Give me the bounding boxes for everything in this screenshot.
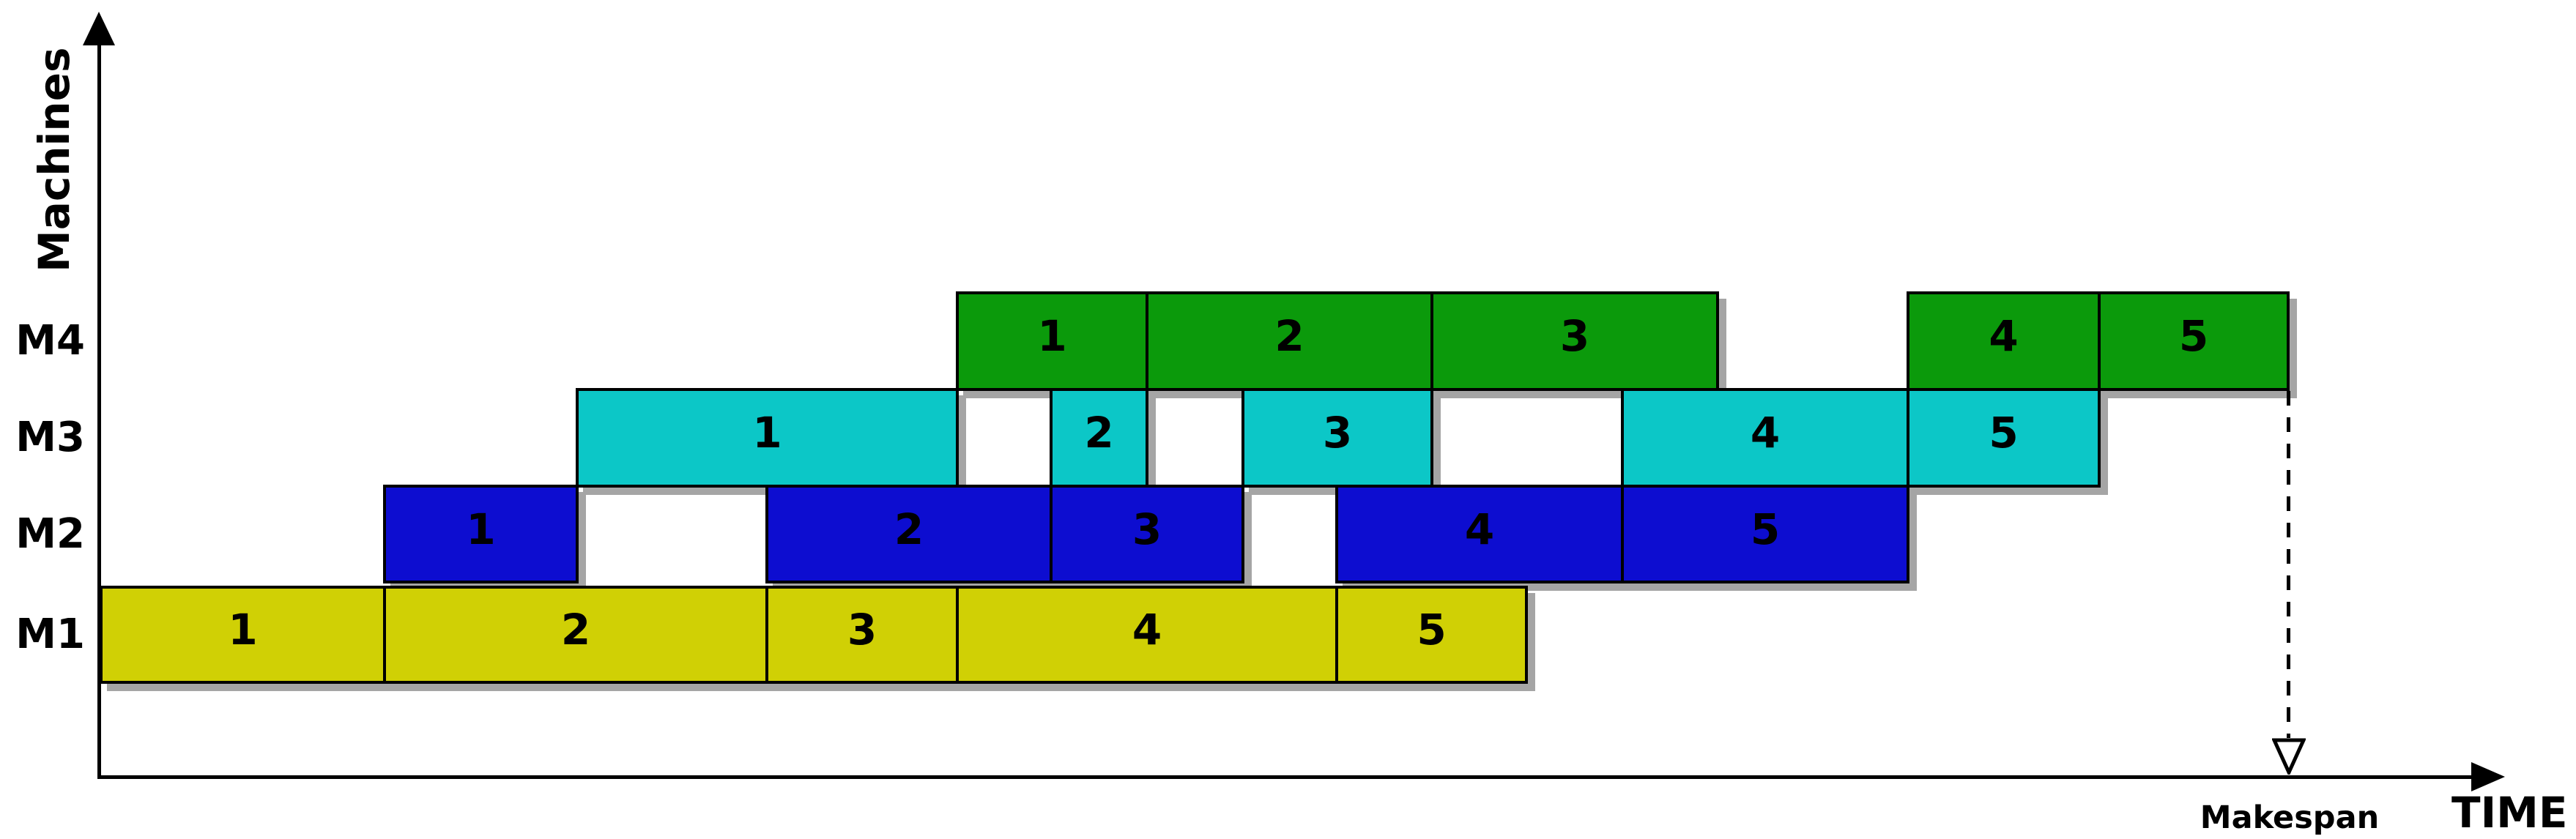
x-axis-arrow-icon bbox=[2471, 762, 2505, 791]
gantt-bar-m3-job4: 4 bbox=[1621, 388, 1909, 488]
gantt-bar-m3-job2: 2 bbox=[1050, 388, 1148, 488]
y-axis-title: Machines bbox=[29, 47, 79, 272]
bar-job-number: 3 bbox=[1559, 311, 1590, 361]
bar-job-number: 5 bbox=[1417, 605, 1447, 655]
machine-label-m1: M1 bbox=[15, 611, 85, 658]
makespan-label: Makespan bbox=[2200, 799, 2380, 836]
bar-job-number: 1 bbox=[1037, 311, 1067, 361]
y-axis-arrow-icon bbox=[83, 12, 115, 45]
bar-job-number: 5 bbox=[1750, 504, 1781, 554]
bar-job-number: 4 bbox=[1750, 408, 1781, 458]
machine-label-m2: M2 bbox=[15, 510, 85, 558]
bar-job-number: 1 bbox=[466, 504, 496, 554]
makespan-open-arrow-icon bbox=[2272, 738, 2306, 775]
makespan-dashed-line bbox=[2287, 391, 2290, 738]
bar-job-number: 2 bbox=[894, 504, 924, 554]
gantt-bar-m2-job1: 1 bbox=[383, 485, 579, 583]
gantt-bar-m1-job2: 2 bbox=[383, 586, 768, 684]
bar-job-number: 4 bbox=[1132, 605, 1162, 655]
bar-job-number: 5 bbox=[2178, 311, 2209, 361]
bar-job-number: 2 bbox=[1084, 408, 1114, 458]
bar-job-number: 3 bbox=[847, 605, 877, 655]
gantt-bar-m4-job3: 3 bbox=[1430, 291, 1719, 391]
bar-job-number: 3 bbox=[1132, 504, 1162, 554]
bar-job-number: 2 bbox=[560, 605, 591, 655]
gantt-bar-m2-job3: 3 bbox=[1050, 485, 1244, 583]
gantt-bar-m4-job4: 4 bbox=[1907, 291, 2101, 391]
bar-job-number: 4 bbox=[1989, 311, 2019, 361]
gantt-bar-m4-job5: 5 bbox=[2098, 291, 2290, 391]
gantt-bar-m1-job3: 3 bbox=[765, 586, 959, 684]
machine-label-m3: M3 bbox=[15, 414, 85, 461]
bar-job-number: 1 bbox=[752, 408, 782, 458]
x-axis-line bbox=[97, 775, 2482, 779]
bar-job-number: 3 bbox=[1322, 408, 1353, 458]
gantt-bar-m3-job3: 3 bbox=[1241, 388, 1433, 488]
gantt-bar-m1-job4: 4 bbox=[956, 586, 1338, 684]
gantt-bar-m1-job1: 1 bbox=[100, 586, 386, 684]
bar-job-number: 5 bbox=[1989, 408, 2019, 458]
gantt-bar-m2-job4: 4 bbox=[1335, 485, 1624, 583]
gantt-bar-m2-job5: 5 bbox=[1621, 485, 1909, 583]
bar-job-number: 4 bbox=[1464, 504, 1495, 554]
gantt-bar-m1-job5: 5 bbox=[1335, 586, 1528, 684]
gantt-bar-m3-job5: 5 bbox=[1907, 388, 2101, 488]
gantt-bar-m3-job1: 1 bbox=[576, 388, 959, 488]
gantt-bar-m4-job1: 1 bbox=[956, 291, 1148, 391]
machine-label-m4: M4 bbox=[15, 317, 85, 365]
x-axis-title: TIME bbox=[2451, 788, 2568, 838]
bar-job-number: 2 bbox=[1274, 311, 1304, 361]
y-axis-line bbox=[97, 16, 101, 779]
bar-job-number: 1 bbox=[228, 605, 258, 655]
